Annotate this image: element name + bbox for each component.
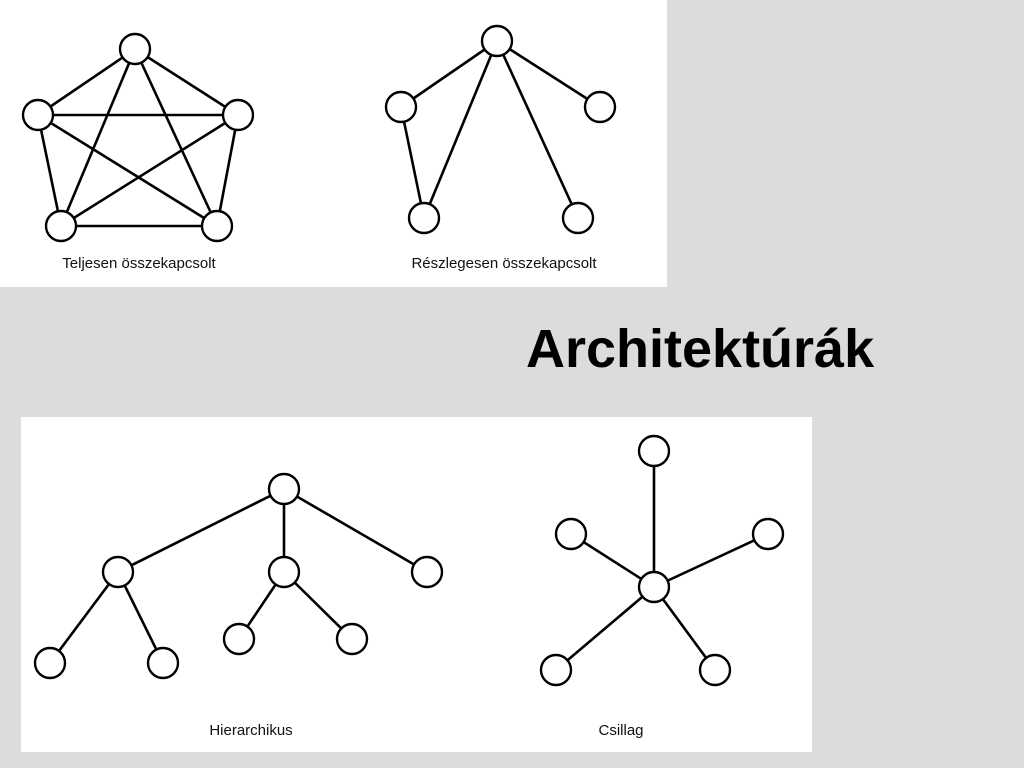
node bbox=[480, 24, 514, 58]
node bbox=[407, 201, 441, 235]
edge bbox=[496, 39, 601, 109]
bottom-diagrams-svg: Hierarchikus Csillag bbox=[33, 434, 785, 739]
node bbox=[539, 653, 573, 687]
top-diagram-panel: Teljesen összekapcsolt Részlegesen össze… bbox=[0, 0, 667, 287]
edge bbox=[37, 113, 218, 228]
node bbox=[698, 653, 732, 687]
star-label: Csillag bbox=[598, 722, 643, 739]
edge bbox=[399, 106, 426, 219]
node bbox=[21, 98, 55, 132]
top-diagrams-svg: Teljesen összekapcsolt Részlegesen össze… bbox=[21, 24, 617, 272]
edge bbox=[37, 47, 136, 117]
hierarchical-label: Hierarchikus bbox=[209, 722, 292, 739]
edge bbox=[555, 586, 655, 671]
node bbox=[410, 555, 444, 589]
page-title: Architektúrák bbox=[526, 319, 875, 379]
node bbox=[384, 90, 418, 124]
edge bbox=[570, 532, 655, 589]
node bbox=[118, 32, 152, 66]
node bbox=[335, 622, 369, 656]
node bbox=[221, 98, 255, 132]
edge bbox=[215, 114, 240, 227]
edge bbox=[652, 586, 717, 671]
node bbox=[222, 622, 256, 656]
node bbox=[33, 646, 67, 680]
edge bbox=[283, 487, 428, 574]
node bbox=[554, 517, 588, 551]
edge bbox=[400, 39, 498, 109]
star-diagram: Csillag bbox=[539, 434, 785, 739]
node bbox=[637, 434, 671, 468]
edge bbox=[116, 571, 165, 664]
edge bbox=[60, 113, 239, 228]
node bbox=[637, 570, 671, 604]
partially-connected-diagram: Részlegesen összekapcsolt bbox=[384, 24, 617, 272]
edge bbox=[653, 532, 769, 589]
node bbox=[267, 472, 301, 506]
bottom-diagram-panel: Hierarchikus Csillag bbox=[21, 417, 812, 752]
node bbox=[44, 209, 78, 243]
edge bbox=[133, 48, 219, 227]
edge bbox=[134, 47, 239, 117]
edge bbox=[495, 40, 580, 219]
node bbox=[267, 555, 301, 589]
edge bbox=[422, 40, 499, 219]
hierarchical-diagram: Hierarchikus bbox=[33, 472, 444, 739]
edge bbox=[48, 571, 120, 664]
partially-connected-label: Részlegesen összekapcsolt bbox=[411, 255, 597, 272]
node bbox=[146, 646, 180, 680]
fully-connected-diagram: Teljesen összekapcsolt bbox=[21, 32, 255, 272]
fully-connected-label: Teljesen összekapcsolt bbox=[62, 255, 216, 272]
node bbox=[751, 517, 785, 551]
node bbox=[583, 90, 617, 124]
edge bbox=[59, 48, 137, 227]
edge bbox=[117, 487, 285, 574]
edge bbox=[36, 114, 63, 227]
node bbox=[561, 201, 595, 235]
node bbox=[200, 209, 234, 243]
node bbox=[101, 555, 135, 589]
